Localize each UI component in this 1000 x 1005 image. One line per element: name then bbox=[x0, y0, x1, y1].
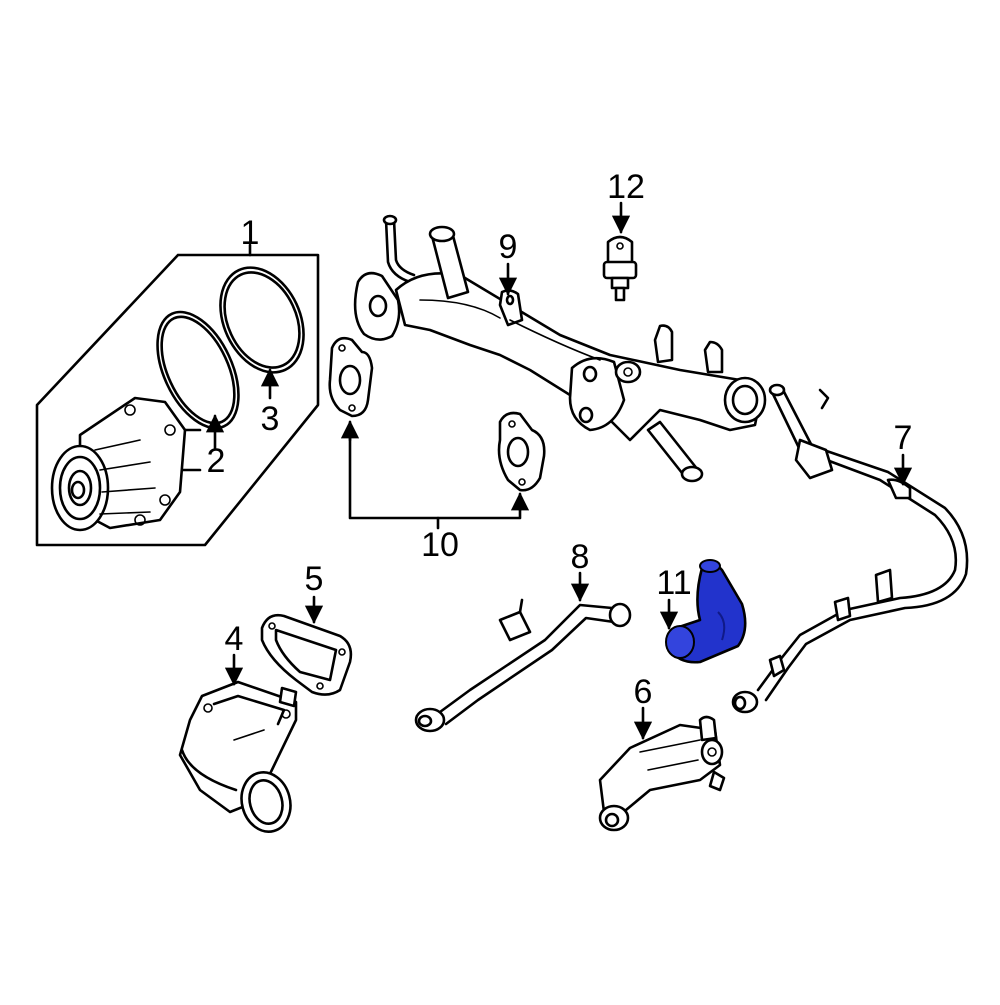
callout-10-bracket bbox=[340, 420, 530, 530]
water-outlet[interactable] bbox=[598, 715, 726, 832]
gasket-right[interactable] bbox=[497, 411, 546, 492]
callout-4: 4 bbox=[225, 620, 244, 658]
callout-11: 11 bbox=[656, 564, 691, 602]
thermostat-housing[interactable] bbox=[178, 680, 298, 837]
callout-2: 2 bbox=[207, 442, 226, 480]
thermostat-gasket[interactable] bbox=[260, 613, 353, 696]
callout-6: 6 bbox=[634, 673, 653, 711]
callout-12: 12 bbox=[607, 168, 645, 206]
water-pump[interactable] bbox=[50, 396, 202, 532]
coolant-hose[interactable] bbox=[665, 559, 747, 664]
callout-10: 10 bbox=[421, 526, 459, 564]
callout-8: 8 bbox=[571, 538, 590, 576]
temperature-sensor[interactable] bbox=[602, 235, 638, 302]
gasket-left[interactable] bbox=[328, 336, 374, 418]
callout-5: 5 bbox=[305, 560, 324, 598]
water-pump-kit-frame bbox=[35, 243, 320, 547]
water-outlet-pipe[interactable] bbox=[353, 214, 767, 483]
callout-1: 1 bbox=[241, 214, 260, 252]
callout-3: 3 bbox=[261, 400, 280, 438]
water-pipe-short[interactable] bbox=[414, 598, 632, 733]
water-pipe-long[interactable] bbox=[731, 383, 969, 714]
callout-9: 9 bbox=[499, 228, 518, 266]
callout-7: 7 bbox=[894, 419, 913, 457]
o-ring-large[interactable] bbox=[204, 254, 319, 386]
